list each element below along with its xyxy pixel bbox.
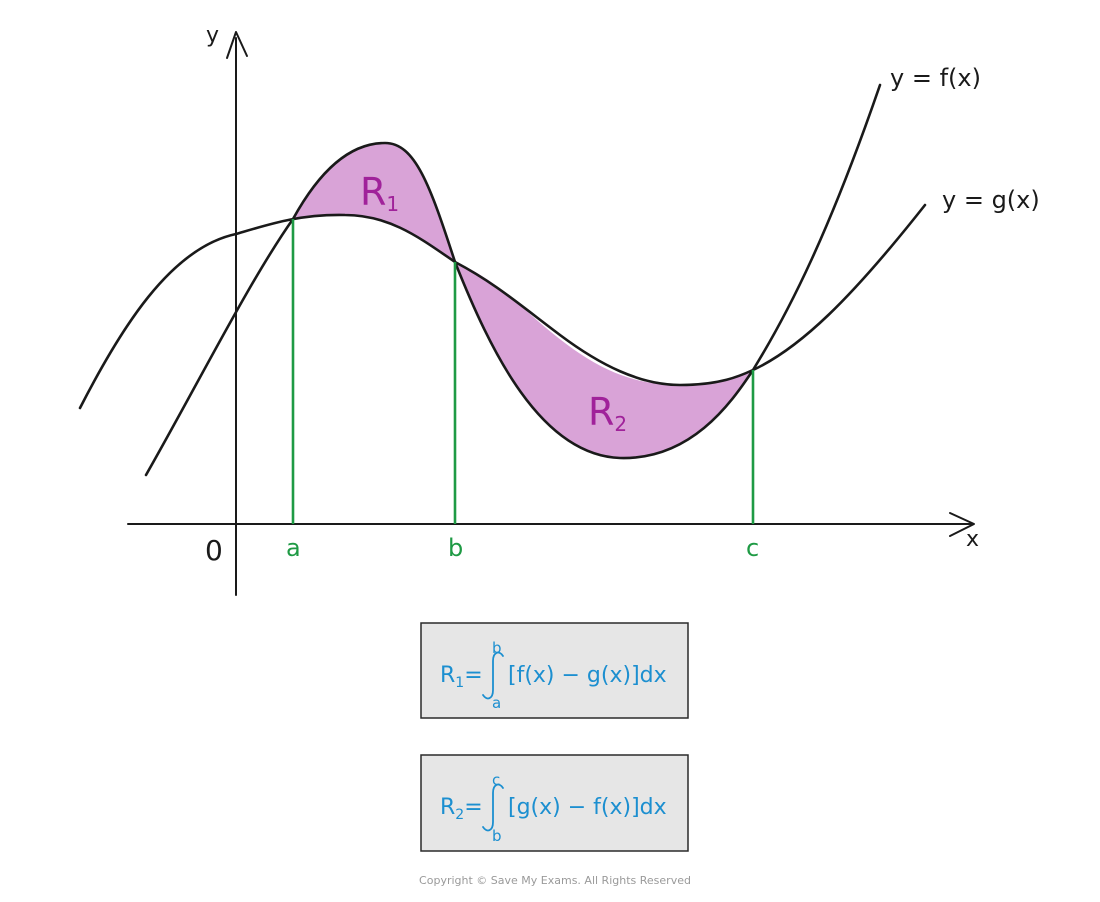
x-axis-label: x bbox=[966, 527, 979, 552]
formula-r2-upper-limit: c bbox=[492, 771, 500, 789]
bound-label-c: c bbox=[746, 534, 759, 562]
origin-label: 0 bbox=[205, 534, 223, 567]
curve-f-label: y = f(x) bbox=[890, 64, 981, 92]
copyright-text: Copyright © Save My Exams. All Rights Re… bbox=[419, 874, 691, 887]
integral-sign-icon bbox=[482, 651, 504, 700]
formula-r2-lhs: R2= bbox=[440, 795, 483, 823]
curve-g bbox=[78, 203, 927, 410]
region-r1-subscript: 1 bbox=[386, 192, 399, 216]
curve-f bbox=[144, 83, 882, 477]
integral-sign-icon bbox=[482, 783, 504, 832]
region-r2-letter: R bbox=[588, 390, 614, 434]
bound-label-b: b bbox=[448, 534, 463, 562]
x-axis bbox=[127, 512, 975, 537]
bound-label-a: a bbox=[286, 534, 301, 562]
formula-r2-lower-limit: b bbox=[492, 827, 502, 845]
y-axis bbox=[226, 31, 248, 596]
formula-r1-lower-limit: a bbox=[492, 694, 501, 712]
region-r2-subscript: 2 bbox=[614, 412, 627, 436]
region-r2-fill bbox=[455, 262, 753, 459]
region-r1-label: R1 bbox=[360, 170, 399, 216]
curve-g-label: y = g(x) bbox=[942, 186, 1040, 214]
region-r1-letter: R bbox=[360, 170, 386, 214]
formula-r1-lhs: R1= bbox=[440, 663, 483, 691]
formula-box-r2: R2= c b [g(x) − f(x)]dx bbox=[420, 754, 689, 852]
formula-r1-integrand: [f(x) − g(x)]dx bbox=[508, 663, 667, 688]
formula-r2-integrand: [g(x) − f(x)]dx bbox=[508, 795, 667, 820]
region-r2-label: R2 bbox=[588, 390, 627, 436]
formula-r1-upper-limit: b bbox=[492, 639, 502, 657]
formula-box-r1: R1= b a [f(x) − g(x)]dx bbox=[420, 622, 689, 719]
y-axis-label: y bbox=[206, 23, 219, 48]
region-r1-fill bbox=[293, 143, 455, 262]
